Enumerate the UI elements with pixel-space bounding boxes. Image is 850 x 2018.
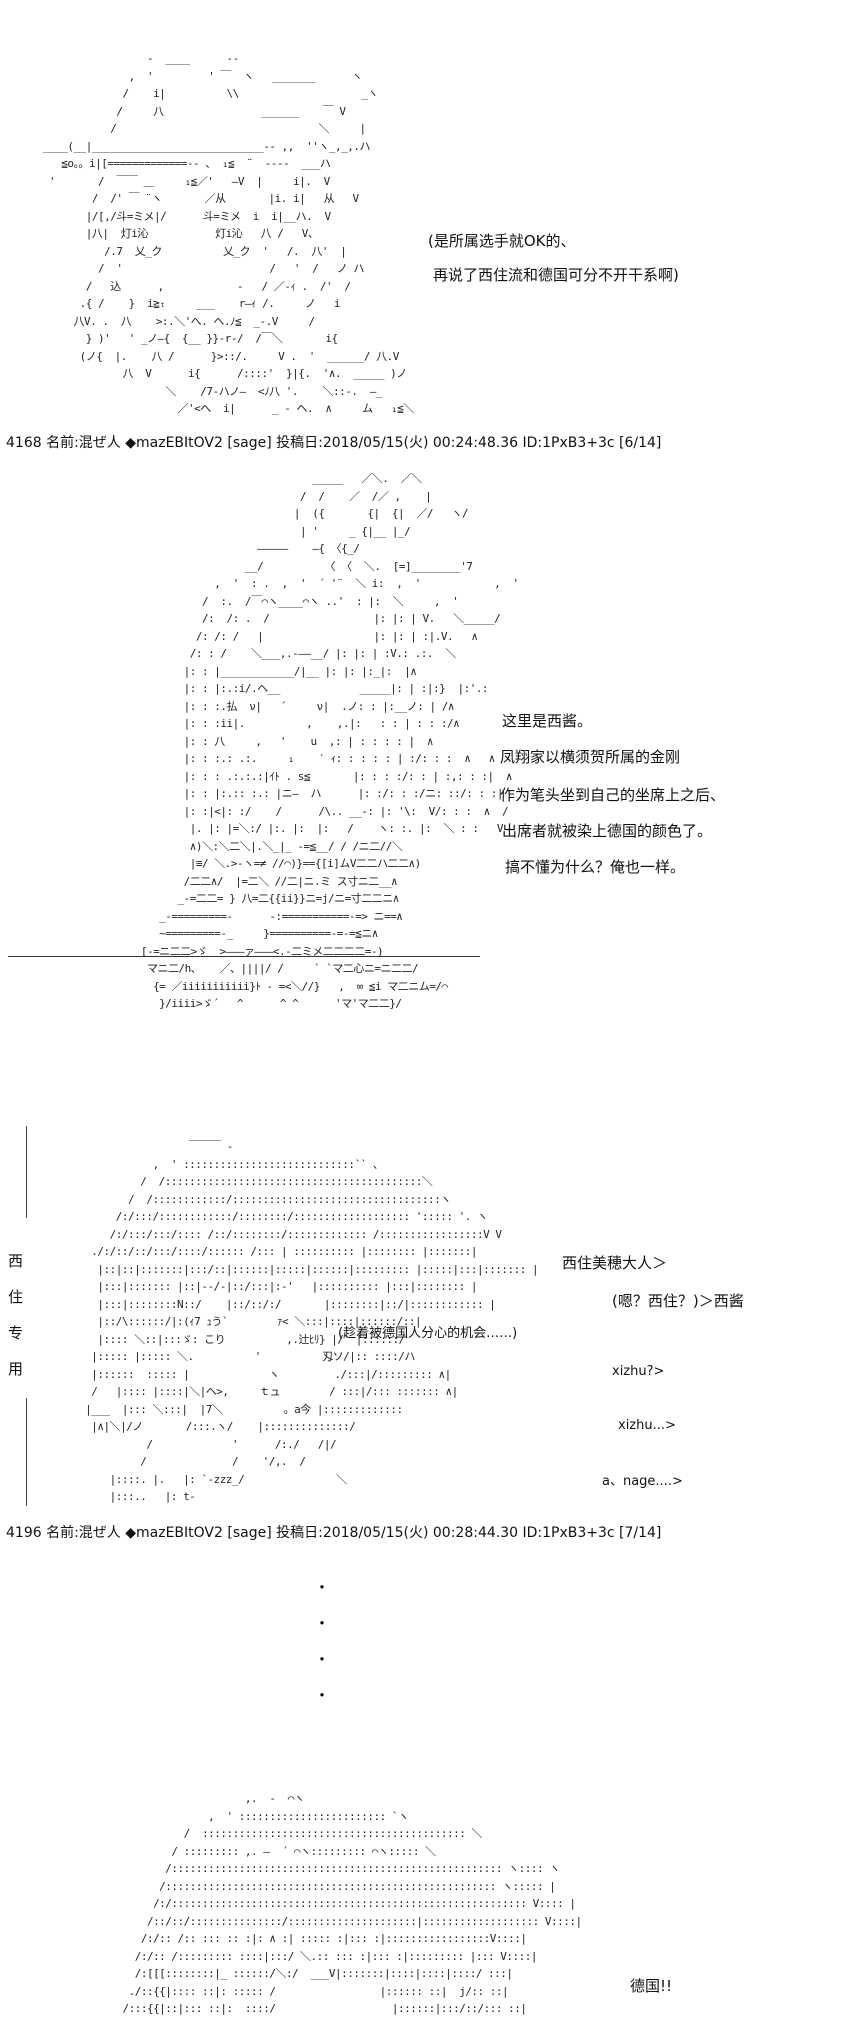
ellipsis-dot: ・ xyxy=(314,1650,331,1669)
ascii-art-girl-with-cap: - ____ -- , ' ' ￣ ヽ _______ ヽ / i| \\ _ヽ… xyxy=(42,52,414,415)
phone-left-border xyxy=(26,1126,27,1218)
chat-line: xizhu?> xyxy=(612,1364,665,1379)
dialogue-line: 作为笔头坐到自己的坐席上之后、 xyxy=(500,786,726,804)
chat-line: xizhu...> xyxy=(618,1418,676,1433)
post-header: 4168 名前:混ぜ人 ◆mazEBItOV2 [sage] 投稿日:2018/… xyxy=(6,435,662,451)
ascii-art-girl-sleeping: ￣￣￣ - , ' ::::::::::::::::::::::::::::``… xyxy=(85,1140,539,1503)
phone-left-border xyxy=(26,1398,27,1506)
dialogue-line: 凤翔家以横须贺所属的金刚 xyxy=(500,748,681,766)
dialogue-line: 出席者就被染上德国的颜色了。 xyxy=(502,822,713,840)
table-edge-divider xyxy=(8,956,480,957)
chat-line: 西住美穂大人＞ xyxy=(562,1254,668,1272)
ellipsis-dot: ・ xyxy=(314,1614,331,1633)
dialogue-line: 德国!! xyxy=(630,1977,673,1995)
dialogue-line: 搞不懂为什么？俺也一样。 xyxy=(505,858,686,876)
ascii-art-girl-head-closeup: ,. - ⌒ヽ , ' :::::::::::::::::::::::: `ヽ … xyxy=(122,1792,582,2015)
inner-thought: (趁着被德国人分心的机会……) xyxy=(338,1326,518,1341)
dialogue-line: 这里是西酱。 xyxy=(502,712,593,730)
vertical-label-char: 住 xyxy=(8,1288,24,1306)
dialogue-line: 再说了西住流和德国可分不开干系啊) xyxy=(433,266,679,284)
ellipsis-dot: ・ xyxy=(314,1686,331,1705)
vertical-label-char: 专 xyxy=(8,1324,24,1342)
vertical-label-char: 用 xyxy=(8,1360,24,1378)
ascii-art-girl-seated-with-ribbon: _____ ／＼. ／＼ / / ／ /／ , | | ({ {| {| ／/ … xyxy=(140,472,519,1010)
dialogue-line: (是所属选手就OK的、 xyxy=(428,232,576,250)
post-header: 4196 名前:混ぜ人 ◆mazEBItOV2 [sage] 投稿日:2018/… xyxy=(6,1525,662,1541)
chat-line: (嗯？西住？)＞西酱 xyxy=(612,1292,744,1310)
vertical-label-char: 西 xyxy=(8,1252,24,1270)
chat-line: a、nage....> xyxy=(602,1474,683,1489)
ellipsis-dot: ・ xyxy=(314,1578,331,1597)
